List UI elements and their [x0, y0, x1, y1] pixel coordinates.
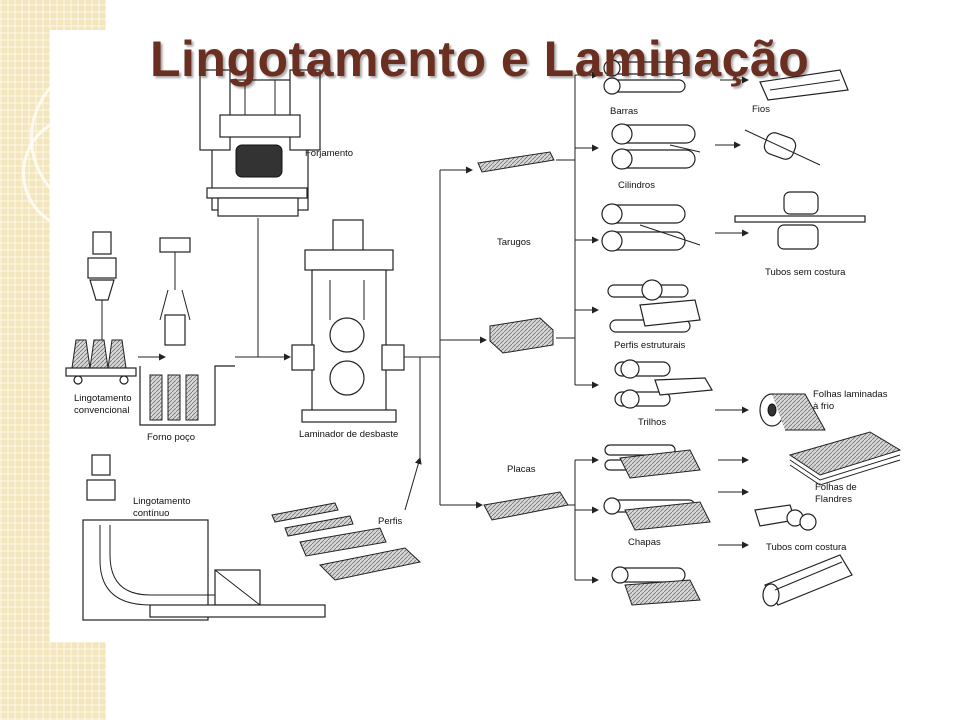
label-lingotamento-convencional: Lingotamento — [74, 393, 132, 404]
label-folhas-de-flandres: Folhas de — [815, 482, 857, 493]
label-forno-poco: Forno poço — [147, 432, 195, 443]
label-perfis: Perfis — [378, 516, 403, 527]
label-tubos-sem-costura: Tubos sem costura — [765, 267, 846, 278]
tinplate-sheets-illustration — [788, 431, 902, 486]
rail-mill-illustration — [614, 359, 713, 409]
label-chapas: Chapas — [628, 537, 661, 548]
wire-coil-illustration — [744, 129, 821, 166]
conventional-casting-illustration — [65, 231, 191, 385]
perfis-products-illustration — [271, 502, 422, 581]
label-cilindros: Cilindros — [618, 180, 655, 191]
label-convencional: convencional — [74, 405, 129, 416]
label-continuo: contínuo — [133, 508, 169, 519]
label-tarugos: Tarugos — [497, 237, 531, 248]
placas-slab-illustration — [483, 491, 569, 521]
cilindros-mill-illustration — [611, 123, 701, 170]
label-flandres: Flandres — [815, 494, 852, 505]
label-barras: Barras — [610, 106, 638, 117]
fios-illustration — [759, 69, 849, 101]
continuous-casting-illustration — [82, 454, 326, 621]
bloom-illustration — [489, 317, 554, 354]
label-tubos-com-costura: Tubos com costura — [766, 542, 847, 553]
label-folhas-laminadas: Folhas laminadas — [813, 389, 888, 400]
barras-mill-illustration — [603, 59, 686, 95]
label-placas: Placas — [507, 464, 536, 475]
label-perfis-estruturais: Perfis estruturais — [614, 340, 686, 351]
chapas-mills-illustration — [603, 444, 711, 606]
forging-press-illustration — [199, 69, 321, 217]
cold-rolled-coil-illustration — [759, 393, 826, 431]
welded-tube-illustration — [762, 554, 853, 607]
roughing-mill-illustration — [291, 219, 405, 423]
label-lingotamento-continuo: Lingotamento — [133, 496, 191, 507]
label-trilhos: Trilhos — [638, 417, 666, 428]
tarugos-billet-illustration — [477, 151, 555, 173]
tubos-sem-costura-illustration — [734, 191, 866, 250]
label-a-frio: à frio — [813, 401, 834, 412]
structural-profile-mill-illustration — [607, 279, 701, 333]
welded-tube-mill-illustration — [754, 504, 817, 531]
label-fios: Fios — [752, 104, 770, 115]
soaking-pit-illustration — [139, 365, 235, 426]
seamless-tube-mill-illustration — [601, 203, 701, 252]
label-laminador-desbaste: Laminador de desbaste — [299, 429, 398, 440]
slide-title: Lingotamento e Laminação — [150, 31, 810, 87]
label-forjamento: Forjamento — [305, 148, 353, 159]
